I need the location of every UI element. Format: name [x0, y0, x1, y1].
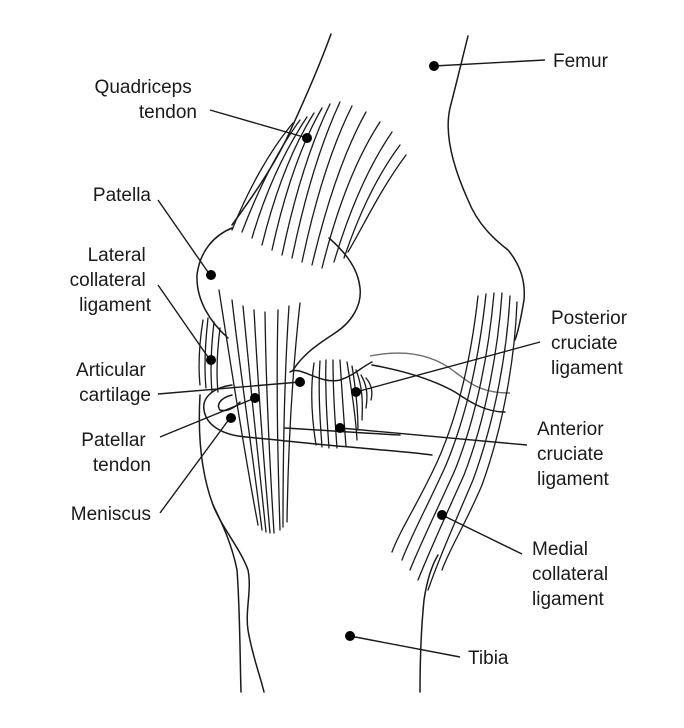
- label-lateral-collateral-ligament: Lateral collateral ligament: [70, 245, 152, 316]
- leader-tibia: [349, 635, 461, 658]
- meniscus-shape: [203, 384, 433, 456]
- dot-anterior-cruciate-ligament: [335, 423, 345, 433]
- dot-femur: [429, 61, 439, 71]
- leader-patellar-tendon: [159, 397, 256, 438]
- dot-meniscus: [226, 413, 236, 423]
- patella-shape: [196, 227, 361, 371]
- leader-lines: [157, 59, 546, 658]
- leader-anterior-cruciate-ligament: [339, 427, 528, 446]
- quadriceps-tendon-fibers: [231, 101, 407, 269]
- leader-quadriceps-tendon: [209, 109, 308, 139]
- dot-quadriceps-tendon: [302, 133, 312, 143]
- leader-lateral-collateral-ligament: [157, 284, 211, 361]
- dot-articular-cartilage: [295, 377, 305, 387]
- medial-collateral-ligament-fibers: [391, 292, 518, 591]
- label-quadriceps-tendon: Quadriceps tendon: [95, 77, 197, 123]
- label-patellar-tendon: Patellar tendon: [81, 430, 151, 476]
- label-articular-cartilage: Articular cartilage: [76, 360, 151, 406]
- label-posterior-cruciate-ligament: Posterior cruciate ligament: [551, 308, 632, 379]
- dot-medial-collateral-ligament: [437, 510, 447, 520]
- pointer-dots: [206, 61, 447, 641]
- leader-posterior-cruciate-ligament: [355, 341, 541, 393]
- label-femur: Femur: [553, 51, 609, 72]
- tibia-outline: [198, 394, 439, 693]
- labels: Femur Quadriceps tendon Patella Lateral …: [70, 51, 632, 669]
- leader-medial-collateral-ligament: [441, 514, 523, 555]
- leader-articular-cartilage: [157, 381, 301, 395]
- label-meniscus: Meniscus: [71, 504, 151, 525]
- femur-outline: [231, 33, 526, 341]
- leader-meniscus: [159, 417, 231, 514]
- dot-posterior-cruciate-ligament: [351, 387, 361, 397]
- dot-patella: [206, 270, 216, 280]
- label-medial-collateral-ligament: Medial collateral ligament: [532, 539, 613, 610]
- leader-patella: [157, 199, 211, 276]
- label-anterior-cruciate-ligament: Anterior cruciate ligament: [537, 419, 610, 490]
- dot-lateral-collateral-ligament: [206, 355, 216, 365]
- articular-cartilage-lines: [289, 352, 511, 413]
- patellar-tendon-fibers: [218, 289, 301, 534]
- dot-tibia: [345, 631, 355, 641]
- cruciate-ligament-fibers: [311, 359, 373, 449]
- label-patella: Patella: [93, 185, 152, 206]
- dot-patellar-tendon: [250, 393, 260, 403]
- label-tibia: Tibia: [468, 648, 509, 669]
- lateral-collateral-ligament-fibers: [198, 317, 221, 393]
- leader-femur: [433, 59, 546, 67]
